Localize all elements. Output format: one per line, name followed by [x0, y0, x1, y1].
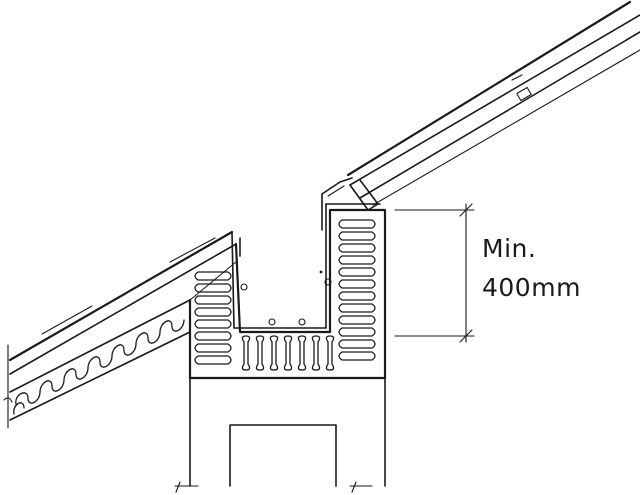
gutter-bottom-insulation	[241, 335, 335, 371]
left-wall-insulation	[194, 271, 232, 365]
right-roof-slope	[346, 0, 640, 211]
dimension-label-value: 400mm	[482, 273, 581, 302]
support-structure	[174, 377, 386, 493]
dimension-min-400mm	[394, 203, 475, 343]
left-roof-slope	[3, 230, 237, 429]
left-slope-insulation	[13, 319, 185, 415]
dimension-label-min: Min.	[482, 234, 537, 263]
right-upstand-insulation	[338, 219, 376, 361]
gutter-lining	[239, 177, 353, 326]
